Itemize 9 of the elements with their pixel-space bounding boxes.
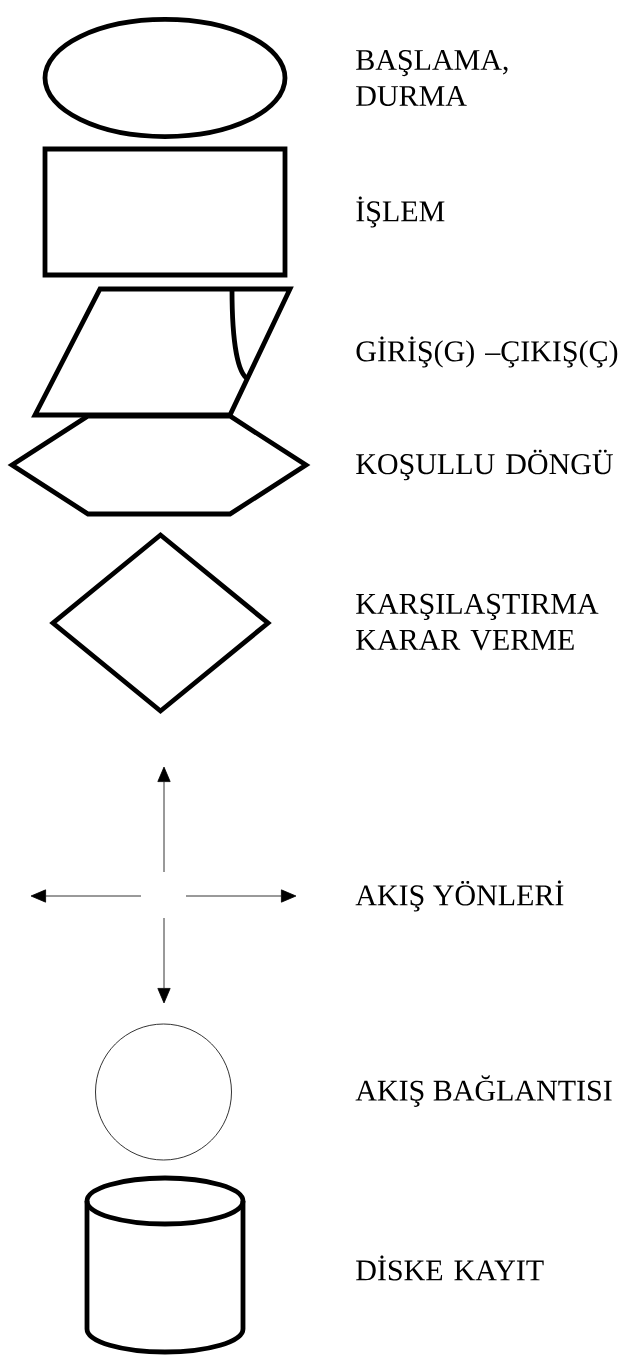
shape-label: BAŞLAMA, DURMA [356, 49, 508, 107]
shape-label: DİSKE KAYIT [356, 1255, 544, 1281]
shape-label: İŞLEM [356, 196, 445, 228]
shape-label: AKIŞ YÖNLERİ [355, 880, 564, 912]
shape-label: AKIŞ BAĞLANTISI [355, 1075, 612, 1107]
shape-label: KARŞILAŞTIRMA KARAR VERME [356, 593, 599, 651]
shape-label: GİRİŞ(G) –ÇIKIŞ(Ç) [356, 336, 618, 368]
shape-label: KOŞULLU DÖNGÜ [356, 449, 613, 481]
connector-circle [95, 1023, 232, 1161]
